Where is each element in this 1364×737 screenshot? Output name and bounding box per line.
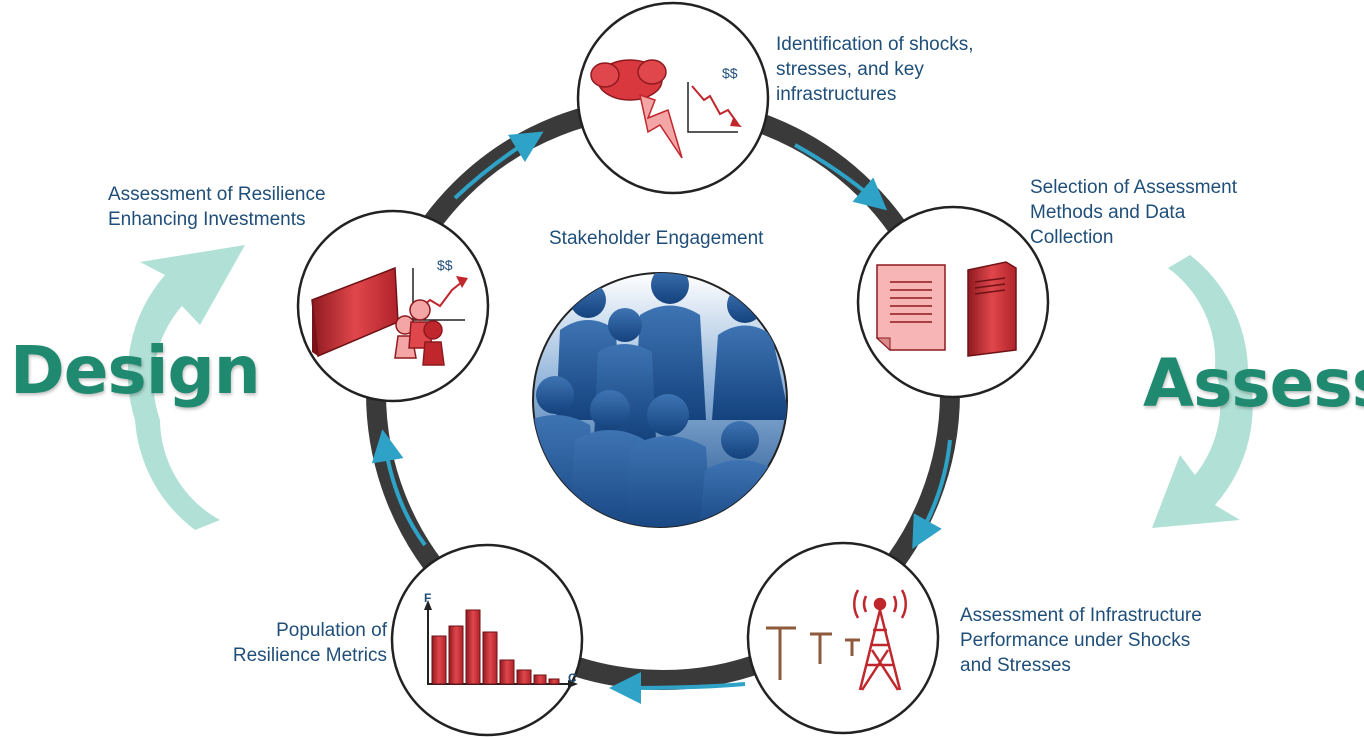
step-label-identification: Identification of shocks, stresses, and … [776,34,974,105]
storm-cloud-icon [590,59,683,159]
node-identification: $$ [576,1,770,195]
stakeholder-people-image [532,272,788,528]
node-selection [856,205,1050,399]
radio-tower-icon [853,589,907,691]
histogram-icon: F C [424,591,578,688]
document-icon [875,264,946,352]
node-metrics: F C [390,543,584,737]
stakeholder-engagement-title: Stakeholder Engagement [549,228,764,249]
flow-arrow-2 [794,143,888,211]
assess-phase-label: Assess [1143,345,1364,422]
flow-arrow-3 [912,439,952,549]
histogram-x-label: C [568,671,577,685]
design-cycle-arrow [127,245,245,530]
cost-decline-chart-icon: $$ [687,65,742,133]
step-label-performance: Assessment of Infrastructure Performance… [960,605,1202,676]
assess-cycle-arrow [1152,255,1253,528]
flow-arrow-1 [453,131,544,200]
server-icon [967,261,1017,357]
design-phase-label: Design [10,332,261,409]
step-label-selection: Selection of Assessment Methods and Data… [1030,177,1237,248]
people-figures-icon [394,299,445,366]
cost-label-left: $$ [437,257,453,273]
node-performance [746,541,940,735]
power-line-icon [766,626,860,680]
step-label-investments: Assessment of Resilience Enhancing Inves… [108,184,326,230]
node-investments: $$ [296,209,490,403]
flow-arrow-4 [609,671,746,704]
cost-label-top: $$ [722,65,738,81]
step-label-metrics: Population of Resilience Metrics [232,620,387,666]
flow-arrows [371,131,952,704]
histogram-y-label: F [424,591,431,605]
flow-arrow-5 [371,429,427,547]
